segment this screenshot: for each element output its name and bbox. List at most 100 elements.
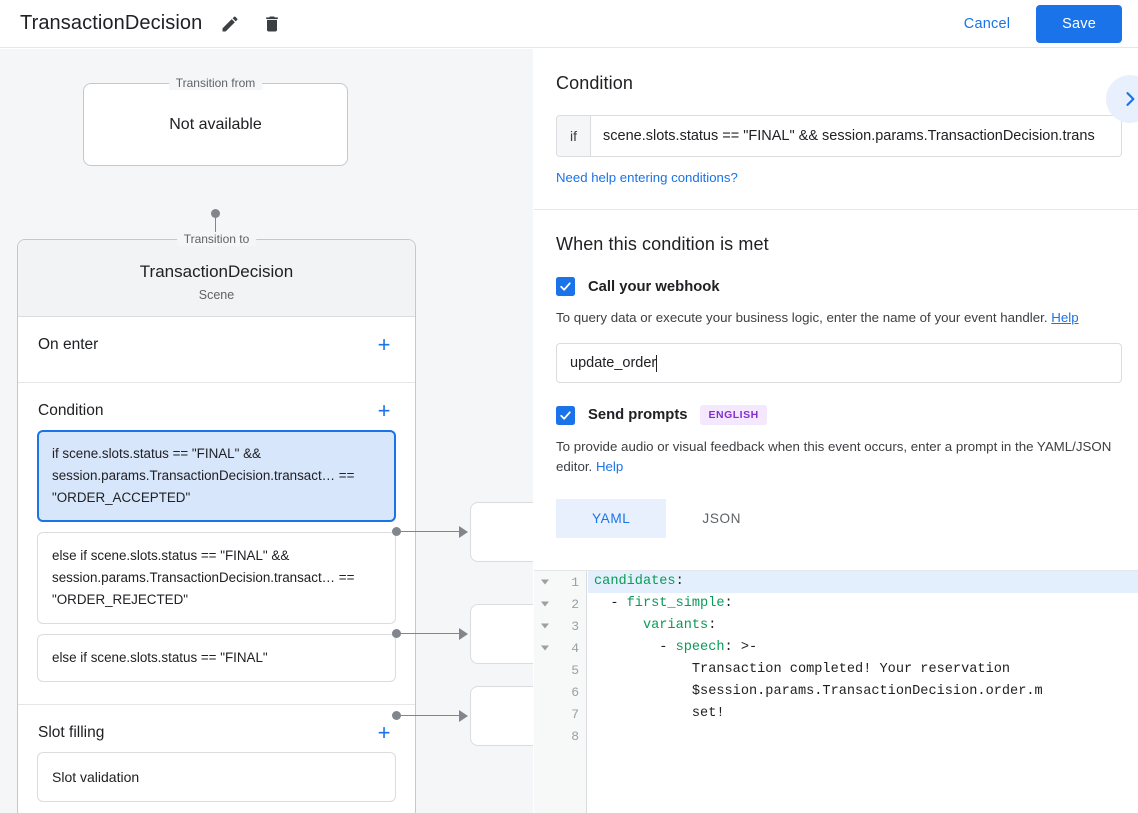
add-condition-button[interactable]: + <box>377 398 391 423</box>
line-number: 7 <box>571 706 579 722</box>
condition-item-0[interactable]: if scene.slots.status == "FINAL" && sess… <box>37 430 396 522</box>
gutter-line-6: 6 <box>534 681 586 703</box>
condition-input-row[interactable]: if <box>556 115 1122 157</box>
pencil-icon[interactable] <box>216 10 244 38</box>
line-number: 3 <box>571 618 579 634</box>
condition-item-1[interactable]: else if scene.slots.status == "FINAL" &&… <box>37 532 396 624</box>
tab-json[interactable]: JSON <box>702 511 742 526</box>
code-line-3[interactable]: variants: <box>588 615 1138 637</box>
fold-triangle-icon[interactable] <box>541 601 549 607</box>
code-token: - <box>594 640 676 655</box>
condition-expression-input[interactable] <box>591 116 1121 156</box>
code-line-7[interactable]: set! <box>588 703 1138 725</box>
editor-code-area[interactable]: candidates: - first_simple: variants: - … <box>588 571 1138 813</box>
code-token: $session.params.TransactionDecision.orde… <box>594 684 1043 699</box>
tab-yaml[interactable]: YAML <box>556 499 667 538</box>
code-line-1[interactable]: candidates: <box>588 571 1138 593</box>
scene-name: TransactionDecision <box>139 262 294 281</box>
add-on-enter-button[interactable]: + <box>377 332 391 357</box>
editor-gutter: 1 2 3 4 5 6 7 8 <box>534 571 587 813</box>
cancel-button[interactable]: Cancel <box>948 7 1026 41</box>
edge-line <box>400 530 463 533</box>
trash-icon[interactable] <box>258 10 286 38</box>
transition-to-legend: Transition to <box>176 232 257 246</box>
send-prompts-row: Send prompts ENGLISH <box>556 405 1122 425</box>
edge-arrow-icon <box>459 709 468 722</box>
section-condition: Condition + if scene.slots.status == "FI… <box>18 383 415 705</box>
code-token: : <box>708 618 717 633</box>
transition-from-legend: Transition from <box>168 76 263 90</box>
code-token: candidates <box>594 574 676 589</box>
code-token: speech <box>675 640 725 655</box>
language-badge: ENGLISH <box>700 405 767 425</box>
code-line-8[interactable] <box>588 725 1138 747</box>
fold-triangle-icon[interactable] <box>541 645 549 651</box>
fold-triangle-icon[interactable] <box>541 579 549 585</box>
edge-dot <box>392 527 401 536</box>
chevron-right-icon[interactable] <box>1106 75 1138 123</box>
line-number: 2 <box>571 596 579 612</box>
call-webhook-row: Call your webhook <box>556 277 1122 296</box>
text-caret <box>656 354 658 372</box>
send-prompts-checkbox[interactable] <box>556 405 575 425</box>
code-token: first_simple <box>626 596 725 611</box>
yaml-code-editor[interactable]: 1 2 3 4 5 6 7 8 candidates: - first_simple: var… <box>534 570 1138 813</box>
code-token: set! <box>594 706 725 721</box>
top-app-bar: TransactionDecision Cancel Save <box>0 0 1138 48</box>
gutter-line-4: 4 <box>534 637 586 659</box>
prompts-description-text: To provide audio or visual feedback when… <box>556 439 1112 474</box>
target-node-0[interactable] <box>470 502 533 562</box>
topbar-actions: Cancel Save <box>948 4 1138 43</box>
need-help-link[interactable]: Need help entering conditions? <box>556 170 738 185</box>
condition-item-2[interactable]: else if scene.slots.status == "FINAL" <box>37 634 396 682</box>
webhook-description-text: To query data or execute your business l… <box>556 310 1048 325</box>
section-on-enter: On enter + <box>18 317 415 383</box>
gutter-line-3: 3 <box>534 615 586 637</box>
section-title-condition: Condition <box>38 402 104 419</box>
code-line-2[interactable]: - first_simple: <box>588 593 1138 615</box>
code-line-5[interactable]: Transaction completed! Your reservation <box>588 659 1138 681</box>
call-webhook-checkbox[interactable] <box>556 277 575 296</box>
line-number: 4 <box>571 640 579 656</box>
webhook-description: To query data or execute your business l… <box>556 308 1122 328</box>
section-header-condition: Condition + <box>18 383 415 430</box>
section-header-slot-filling: Slot filling + <box>18 705 415 752</box>
prompts-help-link[interactable]: Help <box>595 459 624 474</box>
section-title-on-enter: On enter <box>38 336 99 353</box>
scene-graph-canvas[interactable]: Transition from Not available Transition… <box>0 49 533 813</box>
transition-from-value: Not available <box>169 115 262 133</box>
details-panel: Condition if Need help entering conditio… <box>534 49 1138 813</box>
fold-triangle-icon[interactable] <box>541 623 549 629</box>
edge-arrow-icon <box>459 525 468 538</box>
page-title: TransactionDecision <box>20 12 203 34</box>
section-header-on-enter: On enter + <box>18 317 415 364</box>
transition-from-card: Transition from Not available <box>83 76 348 166</box>
gutter-line-5: 5 <box>534 659 586 681</box>
prompts-description: To provide audio or visual feedback when… <box>556 437 1122 477</box>
gutter-line-8: 8 <box>534 725 586 747</box>
webhook-help-link[interactable]: Help <box>1051 310 1079 325</box>
add-slot-filling-button[interactable]: + <box>377 720 391 745</box>
event-handler-input[interactable]: update_order <box>556 343 1122 383</box>
code-line-4[interactable]: - speech: >- <box>588 637 1138 659</box>
line-number: 8 <box>571 728 579 744</box>
code-token: : >- <box>724 640 758 655</box>
save-button[interactable]: Save <box>1036 4 1122 43</box>
section-title-slot-filling: Slot filling <box>38 724 105 741</box>
slot-validation-item[interactable]: Slot validation <box>37 752 396 802</box>
edge-line <box>400 632 463 635</box>
code-token: - <box>594 596 627 611</box>
line-number: 5 <box>571 662 579 678</box>
edge-dot <box>392 629 401 638</box>
code-token: variants <box>642 618 709 633</box>
gutter-line-1: 1 <box>534 571 586 593</box>
send-prompts-label: Send prompts <box>588 407 688 423</box>
target-node-2[interactable] <box>470 686 533 746</box>
code-token <box>594 618 643 633</box>
condition-heading: Condition <box>556 73 633 93</box>
edge-line <box>400 714 463 717</box>
target-node-1[interactable] <box>470 604 533 664</box>
call-webhook-label: Call your webhook <box>588 278 720 295</box>
edge-arrow-icon <box>459 627 468 640</box>
code-line-6[interactable]: $session.params.TransactionDecision.orde… <box>588 681 1138 703</box>
